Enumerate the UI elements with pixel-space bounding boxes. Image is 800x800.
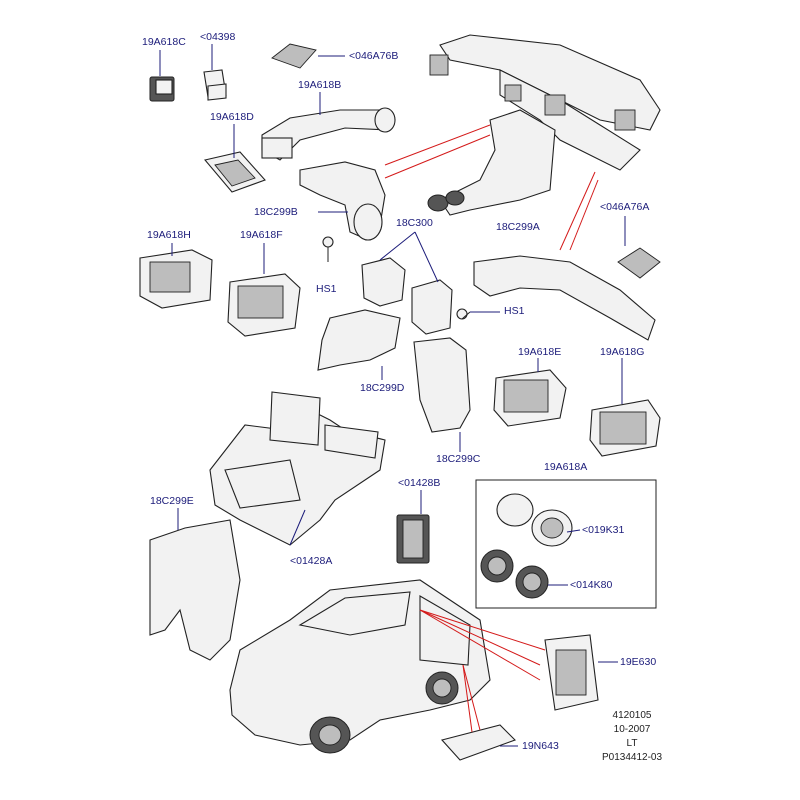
label-18C300: 18C300 [396, 217, 433, 229]
duct-18C299C [413, 337, 471, 433]
label-19A618B: 19A618B [298, 79, 342, 91]
duct-18C300-right [411, 279, 453, 335]
label-019K31: <019K31 [582, 524, 625, 536]
screw-hs1-a [322, 236, 334, 262]
duct-18C300-left [361, 257, 406, 307]
vent-01428B [396, 514, 430, 564]
label-046A76B: <046A76B [349, 50, 399, 62]
label-01428A: <01428A [290, 555, 333, 567]
label-19A618H: 19A618H [147, 229, 191, 241]
duct-18C299E [149, 519, 241, 661]
vent-19A618F [227, 273, 301, 337]
grille-046A76B [271, 43, 317, 69]
heater-box [209, 391, 386, 546]
screw-hs1-b [456, 308, 471, 320]
vent-19A618G [589, 399, 661, 457]
label-19A618G: 19A618G [600, 346, 645, 358]
callout-lines [384, 124, 599, 733]
detail-box-19A618A [475, 479, 657, 609]
label-01428B: <01428B [398, 477, 441, 489]
label-19A618F: 19A618F [240, 229, 283, 241]
label-19A618D: 19A618D [210, 111, 254, 123]
leader-lines [159, 44, 626, 747]
label-19A618A: 19A618A [544, 461, 588, 473]
vent-19N643 [440, 724, 516, 761]
label-04398: <04398 [200, 31, 236, 43]
vent-014K80 [480, 549, 549, 599]
label-18C299B: 18C299B [254, 206, 298, 218]
label-hs1-a: HS1 [316, 283, 337, 295]
label-18C299A: 18C299A [496, 221, 540, 233]
reference-number: 4120105 [612, 710, 652, 721]
reference-market: LT [626, 738, 638, 749]
label-19A618E: 19A618E [518, 346, 562, 358]
grille-046A76A [617, 247, 661, 279]
label-19E630: 19E630 [620, 656, 657, 668]
label-19A618C: 19A618C [142, 36, 186, 48]
reference-code: P0134412-03 [601, 752, 663, 763]
vehicle-outline [229, 579, 491, 754]
label-19N643: 19N643 [522, 740, 559, 752]
label-046A76A: <046A76A [600, 201, 650, 213]
label-18C299C: 18C299C [436, 453, 481, 465]
vent-19E630 [544, 634, 599, 711]
vent-19A618H [139, 249, 213, 309]
reference-date: 10-2007 [613, 724, 651, 735]
label-18C299D: 18C299D [360, 382, 405, 394]
dashboard-assembly [429, 34, 661, 171]
label-014K80: <014K80 [570, 579, 613, 591]
vent-019K31 [496, 493, 573, 547]
duct-18C299A [473, 255, 656, 341]
center-duct [427, 109, 556, 216]
label-hs1-b: HS1 [504, 305, 525, 317]
duct-18C299D [317, 309, 401, 371]
label-18C299E: 18C299E [150, 495, 194, 507]
vent-19A618E [493, 369, 567, 427]
